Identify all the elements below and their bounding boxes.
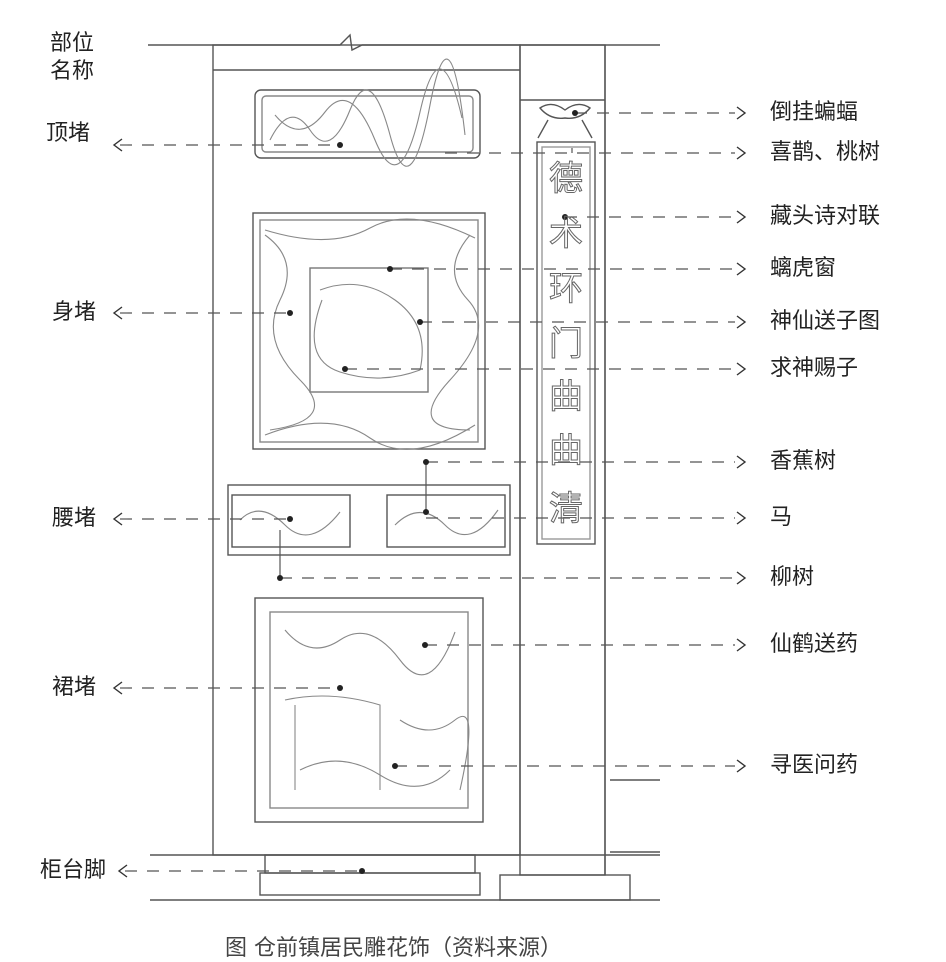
couplet-char: 环 <box>549 269 583 309</box>
label-waist-panel: 腰堵 <box>52 506 97 531</box>
label-chihu-window: 螭虎窗 <box>770 256 837 281</box>
label-seek-doctor: 寻医问药 <box>770 753 859 778</box>
label-banana-tree: 香蕉树 <box>770 449 837 474</box>
label-body-panel: 身堵 <box>52 300 97 325</box>
body-panel <box>252 212 486 450</box>
label-magpie-peach: 喜鹊、桃树 <box>770 140 881 165</box>
label-willow: 柳树 <box>770 565 815 590</box>
roof-line <box>148 33 660 52</box>
skirt-panel <box>254 597 484 823</box>
couplet-char: 曲 <box>549 431 583 471</box>
label-couplet: 藏头诗对联 <box>770 204 881 229</box>
figure-caption: 图 仓前镇居民雕花饰（资料来源） <box>225 936 562 961</box>
label-bat: 倒挂蝙蝠 <box>770 100 859 125</box>
couplet-char: 清 <box>549 489 583 529</box>
label-pray-child: 求神赐子 <box>770 356 859 381</box>
header-line1: 部位 <box>50 31 95 56</box>
waist-panel-left <box>231 494 351 548</box>
label-crane-medicine: 仙鹤送药 <box>770 632 859 657</box>
couplet-char: 曲 <box>549 377 583 417</box>
bat-ornament <box>538 103 592 119</box>
label-foot: 柜台脚 <box>40 858 107 883</box>
couplet-board <box>536 141 596 545</box>
label-immortal-child: 神仙送子图 <box>770 309 881 334</box>
couplet-char: 门 <box>549 324 583 364</box>
header-part-name: 部位 名称 <box>50 30 94 86</box>
label-top-panel: 顶堵 <box>46 121 91 146</box>
couplet-char: 术 <box>549 214 583 254</box>
label-horse: 马 <box>770 505 793 530</box>
waist-panel-right <box>386 494 506 548</box>
header-line2: 名称 <box>50 59 95 84</box>
waist-frame <box>227 484 511 556</box>
plinth <box>264 854 476 874</box>
couplet-char: 德 <box>549 159 583 199</box>
couplet-text: 德 术 环 门 曲 曲 清 <box>549 159 584 530</box>
label-skirt-panel: 裙堵 <box>52 675 97 700</box>
door-frame <box>212 44 521 856</box>
